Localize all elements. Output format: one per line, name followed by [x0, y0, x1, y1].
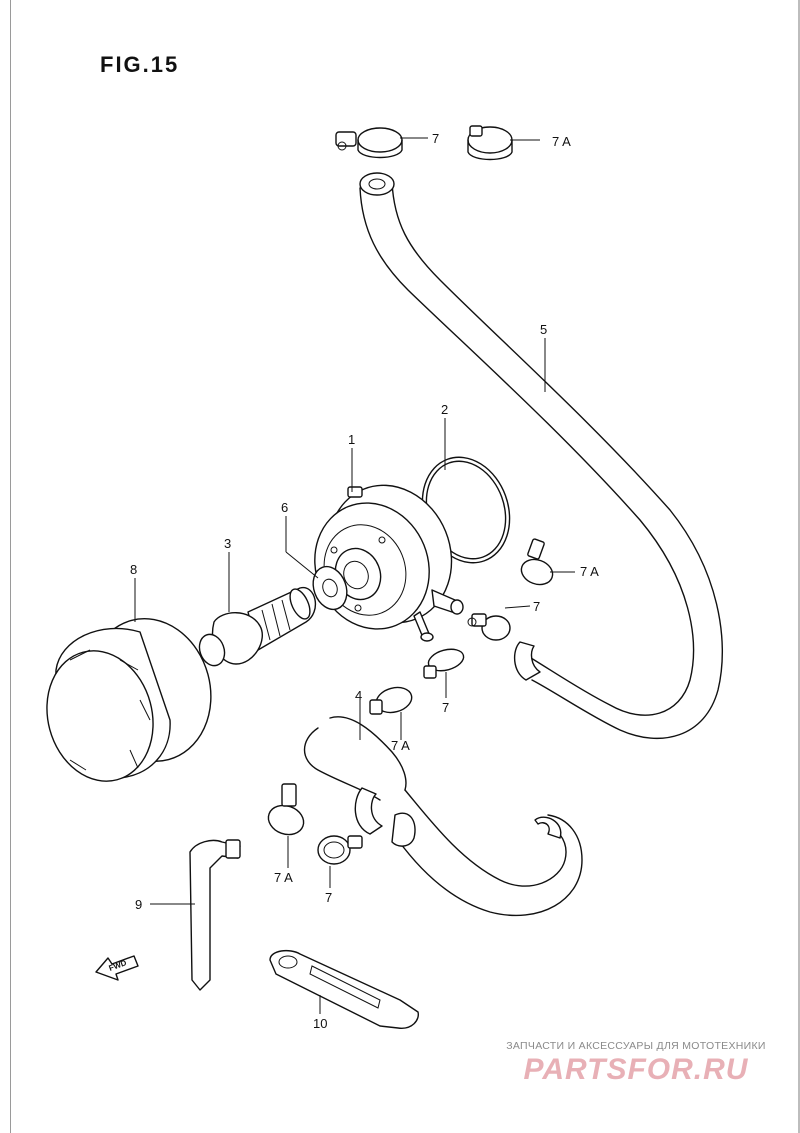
- label-part-7-top: 7: [432, 131, 439, 146]
- label-part-5: 5: [540, 322, 547, 337]
- label-part-3: 3: [224, 536, 231, 551]
- fwd-arrow-icon: FWD: [95, 955, 139, 981]
- bracket-part-10: [269, 949, 419, 1029]
- label-part-7a-low: 7 A: [274, 870, 293, 885]
- label-part-8: 8: [130, 562, 137, 577]
- label-part-9: 9: [135, 897, 142, 912]
- clamp-7-right: [467, 613, 511, 641]
- clamp-7a-right: [520, 538, 554, 586]
- oil-cooler-adapter-part-1: [314, 484, 464, 642]
- label-part-7-mid: 7: [442, 700, 449, 715]
- label-part-6: 6: [281, 500, 288, 515]
- label-part-2: 2: [441, 402, 448, 417]
- site-watermark: ЗАПЧАСТИ И АКСЕССУАРЫ ДЛЯ МОТОТЕХНИКИ PA…: [486, 1040, 786, 1088]
- hose-part-5: [359, 172, 723, 739]
- tool-part-9: [189, 839, 241, 991]
- clamp-7-top: [335, 127, 403, 159]
- label-part-1: 1: [348, 432, 355, 447]
- watermark-tagline: ЗАПЧАСТИ И АКСЕССУАРЫ ДЛЯ МОТОТЕХНИКИ: [506, 1040, 766, 1052]
- label-part-7-low: 7: [325, 890, 332, 905]
- figure-title: FIG.15: [100, 52, 180, 77]
- hose-part-4: [303, 716, 583, 917]
- clamp-7a-mid: [369, 686, 413, 715]
- watermark-brand: PARTSFOR.RU: [523, 1053, 749, 1086]
- leader-lines: [134, 137, 575, 1014]
- union-bolt-part-3: [198, 587, 317, 667]
- clamp-7a-low: [267, 783, 305, 836]
- label-part-7-right: 7: [533, 599, 540, 614]
- label-part-10: 10: [313, 1016, 327, 1031]
- oil-filter-part-8: [46, 618, 212, 782]
- label-part-4: 4: [355, 688, 362, 703]
- label-part-7a-top: 7 A: [552, 134, 571, 149]
- clamp-7-mid: [423, 648, 465, 679]
- page-right-border: [798, 0, 800, 1133]
- label-part-7a-mid: 7 A: [391, 738, 410, 753]
- label-part-7a-right: 7 A: [580, 564, 599, 579]
- page-left-border: [10, 0, 11, 1133]
- clamp-7a-top: [467, 125, 513, 161]
- clamp-7-low: [317, 835, 363, 865]
- washer-part-6: [312, 565, 348, 611]
